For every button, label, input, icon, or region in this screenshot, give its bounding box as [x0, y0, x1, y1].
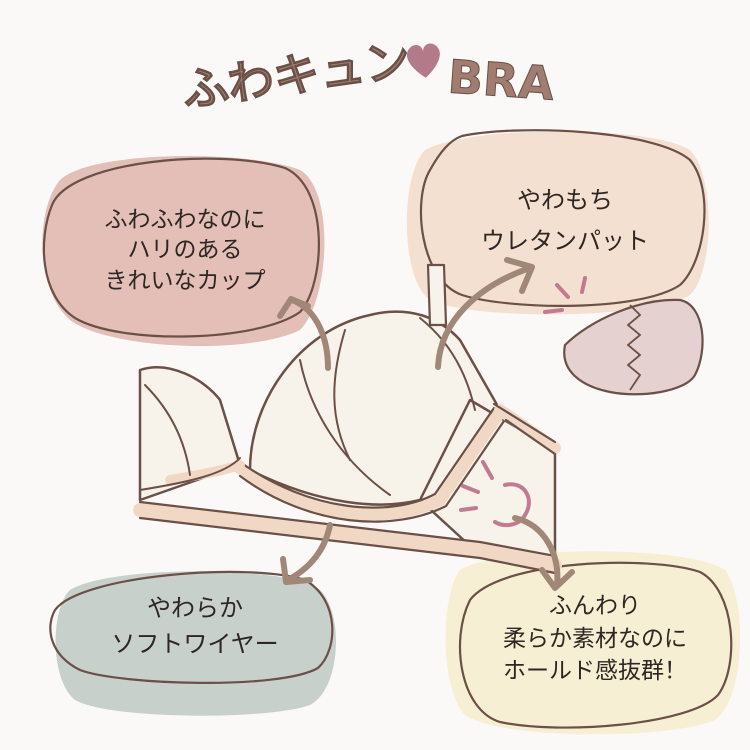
title-brand: BRA: [446, 49, 556, 110]
bra-body: [133, 263, 562, 575]
callout-wire-line-1: やわらか: [147, 594, 243, 622]
callout-pad-line-2: ウレタンパット: [481, 226, 649, 255]
callout-wire: やわらか ソフトワイヤー: [75, 590, 315, 662]
callout-material: ふんわり 柔らか素材なのに ホールド感抜群！: [465, 590, 725, 688]
callout-cup-line-3: きれいなカップ: [104, 267, 266, 294]
arrow-wire: [280, 522, 333, 585]
heart-icon: [407, 43, 440, 78]
callout-material-line-1: ふんわり: [549, 593, 641, 619]
pad-shape: [563, 298, 704, 396]
bubble-pad: [406, 129, 709, 315]
bubble-wire: [49, 570, 337, 716]
arrow-material: [512, 515, 575, 591]
callout-material-line-3: ホールド感抜群！: [503, 658, 687, 685]
callout-material-line-2: 柔らか素材なのに: [503, 625, 687, 652]
bubble-material: [445, 551, 741, 735]
arrow-cup: [277, 296, 331, 371]
callout-pad-line-1: やわもち: [517, 186, 613, 214]
callout-cup: ふわふわなのに ハリのある きれいなカップ: [60, 205, 310, 296]
callout-pad: やわもち ウレタンパット: [440, 180, 690, 262]
arrow-pad: [435, 257, 535, 370]
callout-cup-line-2: ハリのある: [127, 237, 243, 264]
accent-lines-material: [459, 460, 531, 528]
title: ふわキュン BRA: [178, 32, 556, 118]
accent-lines-pad: [543, 276, 587, 314]
callout-cup-line-1: ふわふわなのに: [104, 207, 266, 233]
callout-wire-line-2: ソフトワイヤー: [111, 630, 279, 658]
